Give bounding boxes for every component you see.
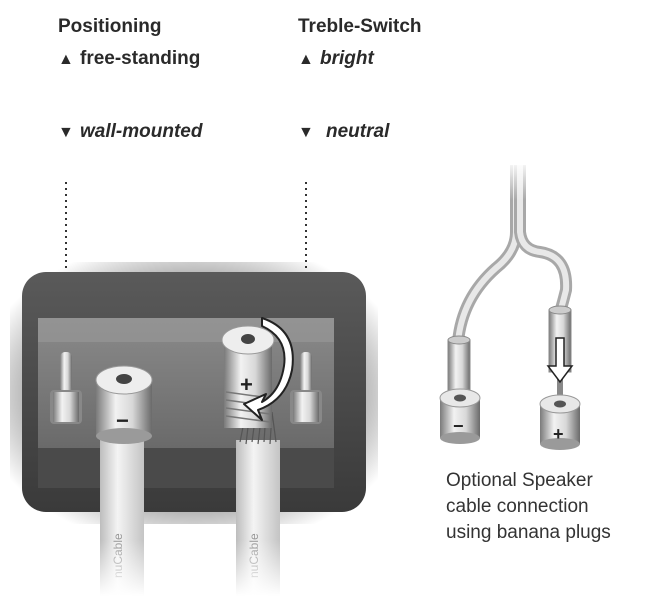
positioning-title: Positioning: [58, 16, 162, 37]
banana-plus-sign: +: [553, 424, 564, 444]
minus-sign: −: [116, 408, 129, 433]
plus-terminal[interactable]: +: [221, 325, 275, 428]
positioning-up-option: ▲ free-standing: [58, 48, 200, 70]
triangle-up-icon: ▲: [298, 51, 314, 68]
positioning-switch[interactable]: [50, 352, 82, 424]
right-banana-cable: [514, 165, 573, 314]
minus-terminal[interactable]: −: [95, 365, 153, 444]
wall-mounted-label: wall-mounted: [80, 121, 203, 142]
triangle-down-icon: ▼: [298, 124, 314, 141]
treble-title: Treble-Switch: [298, 16, 422, 37]
banana-plug-caption: Optional Speaker cable connection using …: [446, 468, 611, 546]
caption-line-3: using banana plugs: [446, 522, 611, 543]
caption-line-1: Optional Speaker: [446, 470, 593, 491]
treble-down-option: ▼ neutral: [298, 121, 389, 143]
insert-arrow-icon: [546, 337, 574, 384]
bright-label: bright: [320, 48, 374, 69]
treble-switch[interactable]: [290, 352, 322, 424]
neutral-label: neutral: [326, 121, 390, 142]
triangle-down-icon: ▼: [58, 124, 74, 141]
banana-plug-illustration: − +: [439, 160, 581, 450]
positioning-down-option: ▼ wall-mounted: [58, 121, 202, 143]
free-standing-label: free-standing: [80, 48, 201, 69]
plus-sign: +: [240, 372, 253, 397]
triangle-up-icon: ▲: [58, 51, 74, 68]
caption-line-2: cable connection: [446, 496, 589, 517]
tighten-arrow-icon: [243, 317, 294, 421]
treble-up-option: ▲ bright: [298, 48, 374, 70]
banana-minus-sign: −: [453, 416, 464, 436]
